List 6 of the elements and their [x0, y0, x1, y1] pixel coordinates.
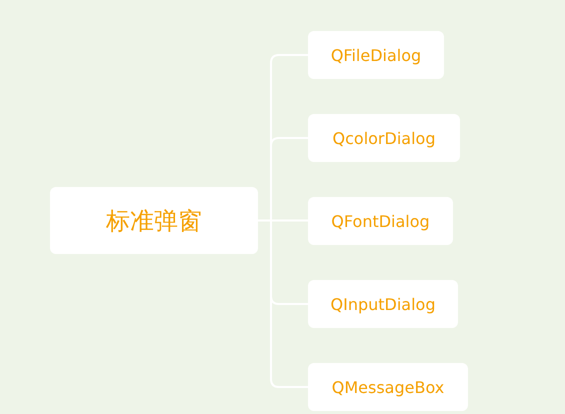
subtopic-box: QFontDialog: [308, 197, 453, 245]
subtopic-box: QInputDialog: [308, 280, 458, 328]
subtopic-box: QMessageBox: [308, 363, 468, 411]
topic-box: 标准弹窗: [50, 187, 258, 254]
subtopic-box: QFileDialog: [308, 31, 444, 79]
subtopic-box: QcolorDialog: [308, 114, 460, 162]
